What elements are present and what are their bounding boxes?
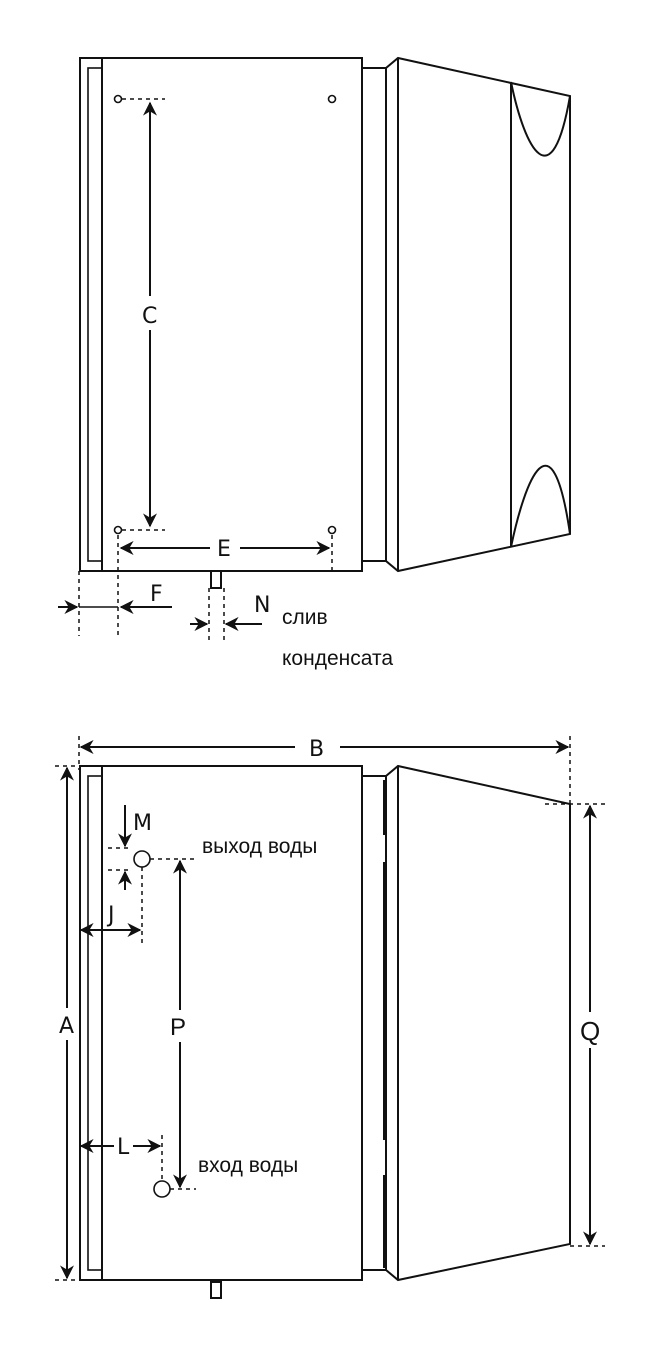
water-inlet-circle <box>153 1180 171 1198</box>
drain-caption-line2: конденсата <box>282 647 393 670</box>
mount-hole-tl <box>113 94 123 104</box>
side-nozzle-outline <box>385 764 571 1282</box>
top-louver-curve-lower <box>510 464 571 548</box>
water-out-caption: выход воды <box>202 835 317 858</box>
top-body <box>101 57 363 572</box>
dim-e-label: E <box>217 537 231 562</box>
side-flange-outer <box>79 765 103 1281</box>
dim-j-label: J <box>106 903 115 928</box>
mount-hole-bl <box>113 525 123 535</box>
dim-a-label: A <box>59 1014 74 1039</box>
water-outlet-circle <box>133 850 151 868</box>
side-view: B A Q M выход воды J P <box>55 736 605 1299</box>
drain-pipe <box>210 570 222 589</box>
water-in-caption: вход воды <box>198 1154 298 1177</box>
dim-n-label: N <box>254 593 270 618</box>
side-collar <box>362 775 387 1271</box>
top-nozzle-outline <box>385 56 571 573</box>
side-drain-pipe <box>210 1281 222 1299</box>
dim-c-label: C <box>142 304 157 329</box>
mount-hole-tr <box>327 94 337 104</box>
dim-q-label: Q <box>580 1016 600 1046</box>
dim-f-label: F <box>150 582 163 607</box>
top-flange-outer <box>79 57 103 572</box>
drain-caption-line1: слив <box>282 606 328 629</box>
top-flange-inner <box>87 67 103 562</box>
side-flange-inner <box>87 775 103 1271</box>
dim-p-label: P <box>170 1014 186 1041</box>
top-view: C E F N слив конденсата <box>58 56 571 670</box>
top-collar <box>361 67 387 562</box>
top-louver-curve-upper <box>510 81 571 157</box>
dim-m-label: M <box>133 811 152 836</box>
mount-hole-br <box>327 525 337 535</box>
dim-b-label: B <box>309 737 324 762</box>
dim-l-label: L <box>117 1135 130 1160</box>
